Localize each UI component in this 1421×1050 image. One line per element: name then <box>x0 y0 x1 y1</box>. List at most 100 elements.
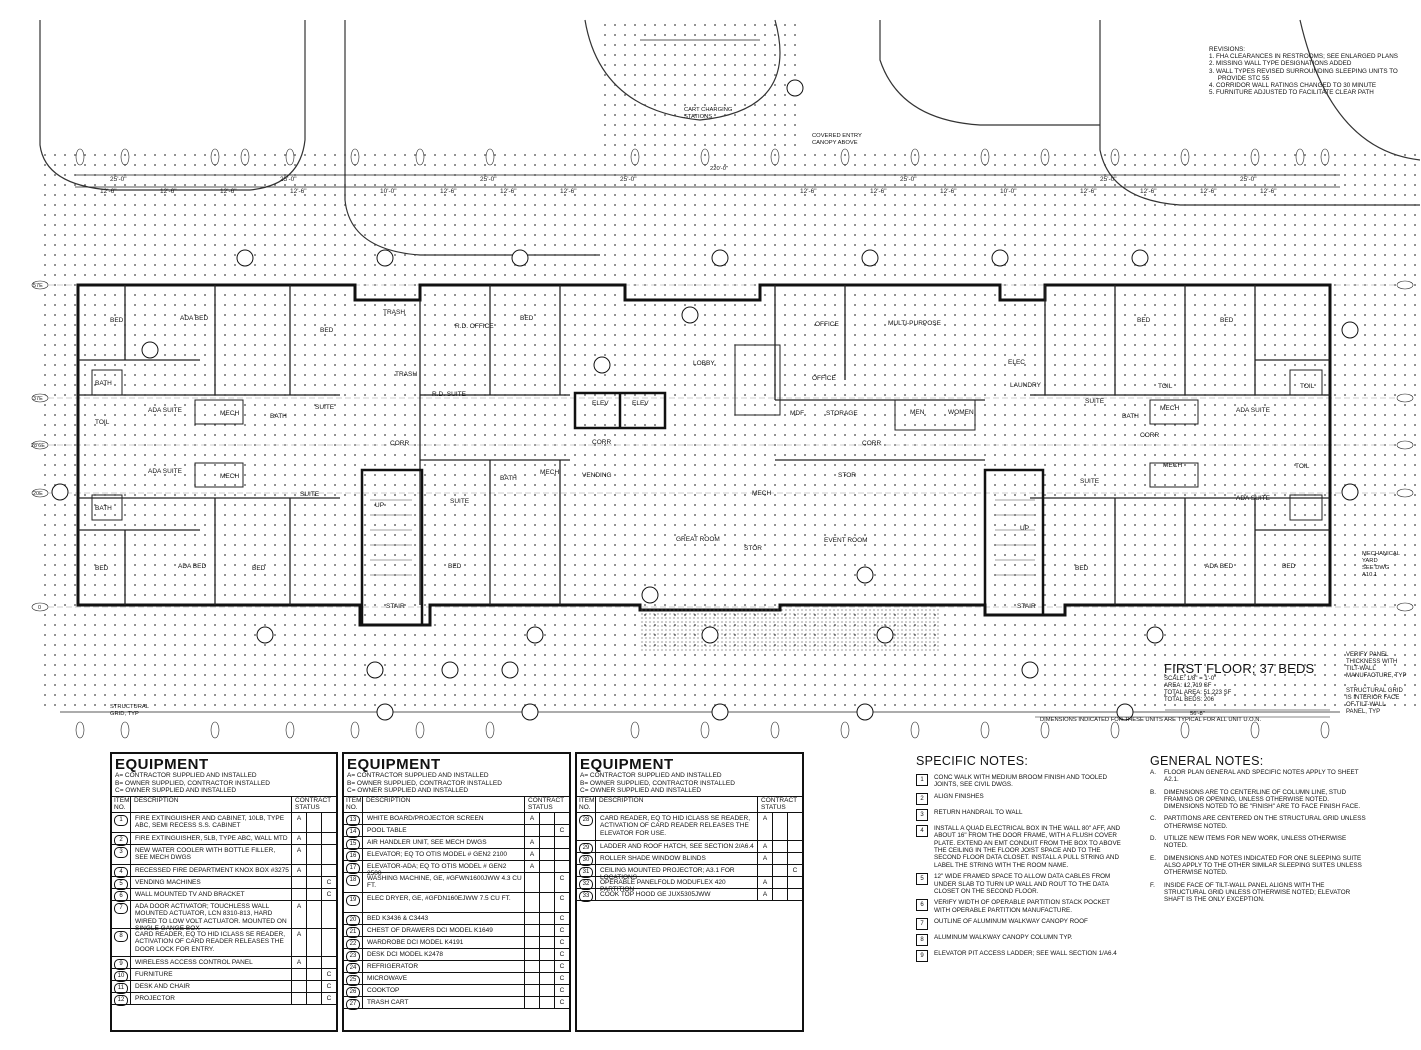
room-label: GREAT ROOM <box>676 536 720 543</box>
header-contract-status: CONTRACT STATUS <box>761 797 797 811</box>
status-b <box>540 893 555 912</box>
room-label: SUITE <box>1080 478 1100 485</box>
row-grid-bubbles <box>31 280 1414 612</box>
room-label: OFFICE <box>812 375 836 382</box>
note-key: 4 <box>916 824 928 837</box>
room-label: ELEC <box>1008 359 1025 366</box>
status-a <box>292 877 307 888</box>
item-description: OPERABLE PANELFOLD MODUFLEX 420 PARTITIO… <box>596 877 758 893</box>
item-number-tag: 5 <box>114 879 128 890</box>
room-label: SUITE <box>300 491 320 498</box>
item-description: COOK TOP HOOD GE JUX5305JWW <box>596 889 758 900</box>
room-label: STAIR <box>386 603 405 610</box>
status-c <box>555 849 569 860</box>
status-c: C <box>559 975 565 982</box>
plan-total-area: TOTAL AREA: 51,223 SF <box>1164 690 1232 696</box>
room-label: OFFICE <box>815 321 839 328</box>
row-label-28e: 28'6E <box>31 443 45 449</box>
item-description: ELEC DRYER, GE, #GFDN160EJWW 7.5 CU FT. <box>363 893 525 912</box>
status-a <box>525 985 540 996</box>
svg-text:12'-6": 12'-6" <box>1200 188 1217 195</box>
status-a: A <box>758 853 773 864</box>
svg-text:12'-6": 12'-6" <box>1260 188 1277 195</box>
schedule-title: EQUIPMENT <box>347 756 441 773</box>
interior-partitions <box>78 285 1330 605</box>
room-label: STOR <box>744 545 762 552</box>
status-b <box>307 813 322 832</box>
header-description: DESCRIPTION <box>596 797 758 812</box>
row-label-20e: 20E <box>33 491 43 497</box>
canopy-note-line2: CANOPY ABOVE <box>812 140 858 146</box>
status-a: A <box>525 861 540 872</box>
room-label: BED <box>1220 317 1234 324</box>
room-label: BED <box>520 315 534 322</box>
status-b <box>307 865 322 876</box>
room-label: STAIR <box>1017 603 1036 610</box>
structural-grid-note-2: GRID, TYP <box>110 711 139 717</box>
status-c <box>322 957 336 968</box>
svg-text:25'-0": 25'-0" <box>480 176 497 183</box>
room-label: LOBBY <box>693 360 715 367</box>
room-label: MECH <box>220 410 239 417</box>
svg-text:25'-0": 25'-0" <box>1100 176 1117 183</box>
note-key: D. <box>1150 835 1157 843</box>
status-c: C <box>559 895 565 902</box>
mech-yard-note-4: A10.1 <box>1362 572 1377 578</box>
legend-line: C= OWNER SUPPLIED AND INSTALLED <box>347 787 469 795</box>
room-label: TRASH <box>383 309 405 316</box>
svg-text:12'-6": 12'-6" <box>800 188 817 195</box>
svg-text:25'-0": 25'-0" <box>280 176 297 183</box>
item-description: NEW WATER COOLER WITH BOTTLE FILLER, SEE… <box>131 845 292 864</box>
note-text: VERIFY WIDTH OF OPERABLE PARTITION STACK… <box>934 899 1110 914</box>
svg-text:25'-0": 25'-0" <box>110 176 127 183</box>
status-c: C <box>559 951 565 958</box>
room-label: BED <box>95 565 109 572</box>
status-a: A <box>292 901 307 928</box>
status-a <box>292 889 307 900</box>
mech-yard-note-2: YARD <box>1362 558 1378 564</box>
room-labels: BED ADA BED ADA SUITE SUITE MECH BATH TO… <box>95 309 1315 610</box>
item-description: BED K3436 & C3443 <box>363 913 525 924</box>
room-label: BED <box>110 317 124 324</box>
status-b <box>307 957 322 968</box>
general-note: D.UTILIZE NEW ITEMS FOR NEW WORK, UNLESS… <box>1150 835 1366 850</box>
status-b <box>307 981 322 992</box>
item-description: ELEVATOR-ADA; EQ TO OTIS MODEL # GEN2 25… <box>363 861 525 877</box>
revision-item: 3. WALL TYPES REVISED SURROUNDING SLEEPI… <box>1209 67 1398 75</box>
structural-grid-interior-note: STRUCTURAL GRID IS INTERIOR FACE OF TILT… <box>1346 688 1403 715</box>
exterior-walls <box>76 283 1332 627</box>
note-key: 7 <box>916 918 928 931</box>
room-label: MECH <box>220 473 239 480</box>
status-a: A <box>758 813 773 840</box>
item-number-tag: 9 <box>114 959 128 970</box>
item-number-tag: 17 <box>346 863 360 874</box>
item-number-tag: 27 <box>346 999 360 1010</box>
room-label: BATH <box>500 475 517 482</box>
room-label: ADA BED <box>180 315 208 322</box>
item-description: AIR HANDLER UNIT, SEE MECH DWGS <box>363 837 525 848</box>
header-item-no: ITEM NO. <box>346 797 363 812</box>
note-text: INSIDE FACE OF TILT-WALL PANEL ALIGNS WI… <box>1164 881 1351 904</box>
status-c: C <box>326 995 332 1002</box>
svg-text:12'-6": 12'-6" <box>220 188 237 195</box>
item-number-tag: 29 <box>579 843 593 854</box>
row-label-57e: 57E <box>33 283 43 289</box>
status-b <box>540 961 555 972</box>
note-key: 5 <box>916 873 928 886</box>
legend-line: B= OWNER SUPPLIED, CONTRACTOR INSTALLED <box>115 779 270 787</box>
room-label: CORR <box>1140 432 1159 439</box>
note-key: 3 <box>916 808 928 821</box>
